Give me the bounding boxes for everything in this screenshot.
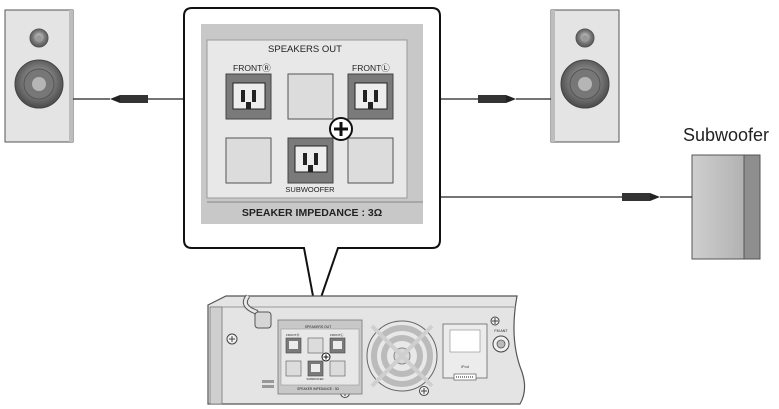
ipod-label: iPod xyxy=(461,364,469,369)
small-impedance-label: SPEAKER IMPEDANCE : 3Ω xyxy=(297,387,339,391)
receiver-rear-panel: SPEAKERS OUT FRONTⓇ FRONTⓁ SUBWOOFER SPE… xyxy=(207,294,526,405)
empty-terminal-slot xyxy=(347,137,394,184)
plug-icon xyxy=(478,95,506,103)
small-panel-title: SPEAKERS OUT xyxy=(305,325,331,329)
screw-icon xyxy=(490,316,500,326)
subwoofer-terminal-label: SUBWOOFER xyxy=(285,185,335,194)
front-right-label: FRONTⓇ xyxy=(233,63,271,73)
screw-icon xyxy=(226,333,238,345)
front-left-label: FRONTⓁ xyxy=(352,63,390,73)
small-subwoofer-label: SUBWOOFER xyxy=(306,377,323,381)
subwoofer-box: Subwoofer xyxy=(683,125,769,260)
plug-icon xyxy=(120,95,148,103)
plus-circle-icon xyxy=(321,352,331,362)
panel-title: SPEAKERS OUT xyxy=(268,44,342,55)
small-front-right-label: FRONTⓇ xyxy=(286,332,299,337)
speakers-out-panel: SPEAKERS OUT FRONTⓇ FRONTⓁ SUBWOOFER xyxy=(201,24,423,224)
plug-icon xyxy=(622,193,650,201)
left-speaker xyxy=(4,9,74,143)
screw-icon xyxy=(419,386,429,396)
impedance-label: SPEAKER IMPEDANCE : 3Ω xyxy=(242,207,382,219)
subwoofer-label: Subwoofer xyxy=(683,125,769,145)
empty-terminal-slot xyxy=(287,73,334,120)
right-speaker xyxy=(550,9,620,143)
empty-terminal-slot xyxy=(225,137,272,184)
small-front-left-label: FRONTⓁ xyxy=(330,332,343,337)
plus-circle-icon xyxy=(329,117,353,141)
fan-grille-icon xyxy=(366,320,438,392)
fm-antenna-label: FM ANT xyxy=(494,329,508,333)
